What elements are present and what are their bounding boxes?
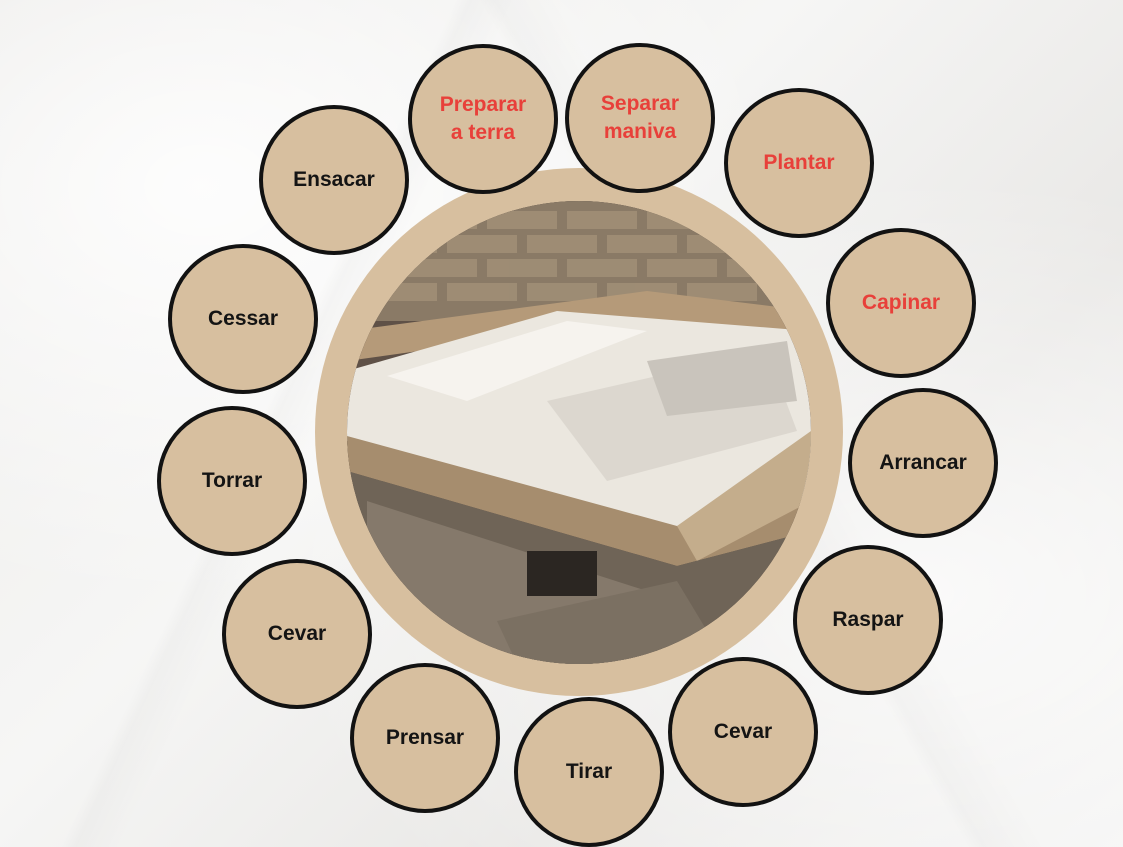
step-cevar-1: Cevar — [668, 657, 818, 807]
center-photo — [347, 201, 811, 664]
step-cevar-2: Cevar — [222, 559, 372, 709]
step-label: Arrancar — [869, 449, 977, 477]
step-cessar: Cessar — [168, 244, 318, 394]
step-label: Prensar — [376, 724, 474, 752]
step-arrancar: Arrancar — [848, 388, 998, 538]
step-label: Torrar — [192, 467, 272, 495]
step-label: Cevar — [258, 620, 336, 648]
step-label: Tirar — [556, 758, 622, 786]
step-torrar: Torrar — [157, 406, 307, 556]
step-separar-maniva: Separar maniva — [565, 43, 715, 193]
step-preparar-a-terra: Preparar a terra — [408, 44, 558, 194]
step-label: Preparar a terra — [430, 91, 536, 147]
step-tirar: Tirar — [514, 697, 664, 847]
step-raspar: Raspar — [793, 545, 943, 695]
step-prensar: Prensar — [350, 663, 500, 813]
step-label: Raspar — [822, 606, 913, 634]
step-label: Capinar — [852, 289, 950, 317]
step-plantar: Plantar — [724, 88, 874, 238]
step-label: Ensacar — [283, 166, 385, 194]
step-ensacar: Ensacar — [259, 105, 409, 255]
step-label: Plantar — [753, 149, 844, 177]
step-label: Separar maniva — [591, 90, 689, 146]
step-label: Cevar — [704, 718, 782, 746]
step-capinar: Capinar — [826, 228, 976, 378]
step-label: Cessar — [198, 305, 288, 333]
